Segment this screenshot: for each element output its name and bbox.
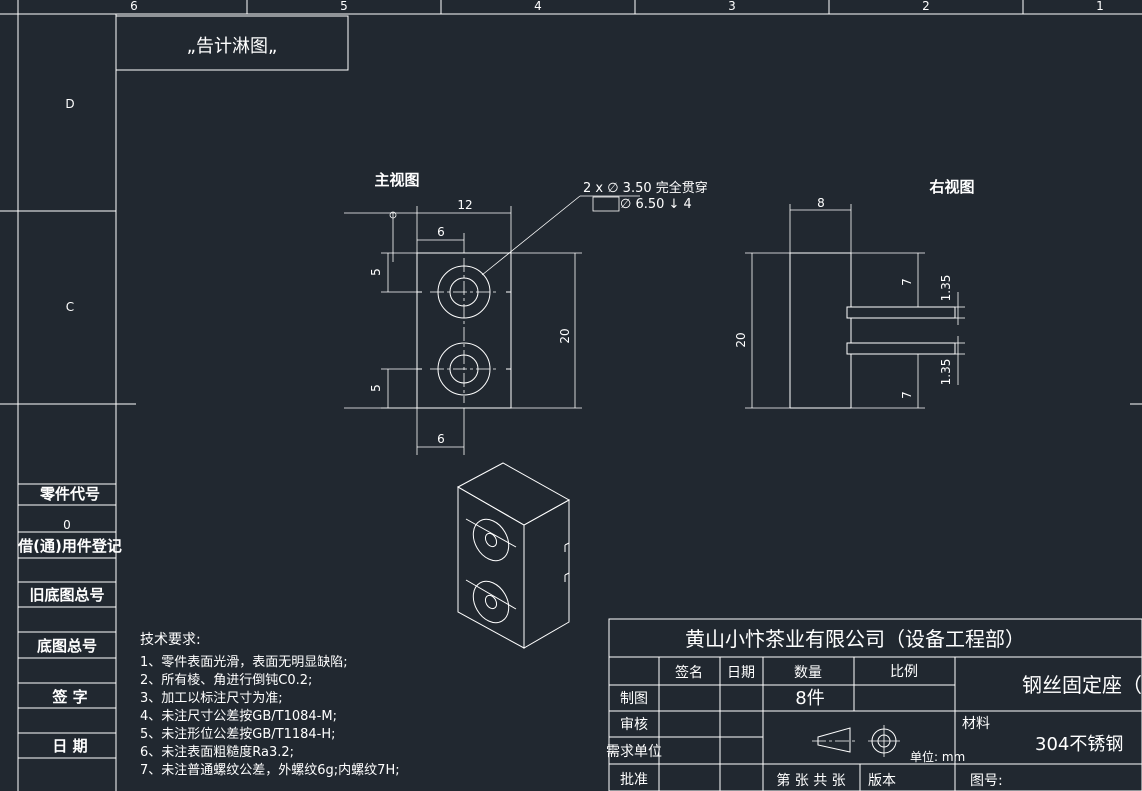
sheet-info: 第 张 共 张 [776, 772, 845, 789]
version-label: 版本 [868, 773, 896, 789]
dim-slot-top: 1.35 [939, 275, 953, 302]
base-label: 底图总号 [37, 637, 97, 655]
company-name: 黄山小忭茶业有限公司（设备工程部） [685, 627, 1025, 651]
row-dept-label: 需求单位 [606, 744, 662, 760]
dim-front-hole-top: 5 [369, 268, 383, 276]
stamp-box-text: „告计淋图„ [187, 36, 278, 57]
zone-label-4: 4 [534, 0, 542, 13]
part-code-value: 0 [63, 518, 71, 532]
dim-front-half-top: 6 [437, 225, 445, 239]
dim-front-hole-bottom: 5 [369, 384, 383, 392]
zone-label-3: 3 [728, 0, 736, 13]
tech-req-title: 技术要求: [140, 632, 201, 648]
right-view [745, 204, 965, 409]
zone-label-d: D [65, 97, 74, 111]
col-scale-header: 比例 [890, 664, 918, 680]
zone-label-5: 5 [340, 0, 348, 13]
sign-label: 签 字 [51, 688, 87, 706]
tech-req-item: 1、零件表面光滑，表面无明显缺陷; [140, 655, 348, 670]
row-draw-label: 制图 [620, 691, 648, 707]
dim-front-half-bottom: 6 [437, 432, 445, 446]
material-label: 材料 [962, 716, 990, 732]
hole-callout-line2: ∅ 6.50 ↓ 4 [620, 197, 692, 212]
part-code-label: 零件代号 [39, 485, 100, 503]
tech-req-item: 7、未注普通螺纹公差，外螺纹6g;内螺纹7H; [140, 762, 400, 778]
dim-right-bottom: 7 [900, 391, 914, 399]
tech-req-item: 3、加工以标注尺寸为准; [140, 691, 283, 706]
date-label: 日 期 [52, 737, 87, 755]
zone-label-6: 6 [130, 0, 138, 13]
dim-right-top: 7 [900, 278, 914, 286]
tech-req-item: 6、未注表面粗糙度Ra3.2; [140, 744, 294, 760]
material-value: 304不锈钢 [1035, 734, 1123, 755]
zone-label-2: 2 [922, 0, 930, 13]
borrow-label: 借(通)用件登记 [17, 537, 122, 555]
row-check-label: 审核 [620, 717, 648, 733]
tech-req-item: 2、所有棱、角进行倒钝C0.2; [140, 672, 312, 688]
hole-callout-line1: 2 x ∅ 3.50 完全贯穿 [583, 180, 708, 196]
dim-front-width: 12 [457, 198, 472, 212]
tech-req-item: 4、未注尺寸公差按GB/T1084-M; [140, 709, 337, 724]
zone-label-1: 1 [1096, 0, 1104, 13]
part-name: 钢丝固定座（上 [1022, 673, 1142, 697]
old-base-label: 旧底图总号 [29, 586, 104, 604]
dim-right-width: 8 [817, 196, 825, 210]
isometric-view [456, 462, 571, 649]
title-block [608, 618, 1142, 791]
front-view [344, 195, 640, 455]
row-approve-label: 批准 [620, 772, 648, 788]
dim-right-height: 20 [734, 332, 748, 347]
dim-slot-bottom: 1.35 [939, 359, 953, 386]
col-qty-header: 数量 [794, 665, 822, 681]
drawing-no-label: 图号: [970, 773, 1003, 789]
front-view-title: 主视图 [374, 171, 419, 189]
col-sign-header: 签名 [675, 664, 703, 681]
right-view-title: 右视图 [929, 178, 974, 196]
tech-req-item: 5、未注形位公差按GB/T1184-H; [140, 727, 336, 742]
dim-front-height: 20 [558, 328, 572, 343]
qty-value: 8件 [795, 688, 824, 709]
unit-label: 单位: mm [910, 749, 965, 764]
col-date-header: 日期 [727, 665, 755, 681]
zone-label-c: C [66, 300, 74, 314]
